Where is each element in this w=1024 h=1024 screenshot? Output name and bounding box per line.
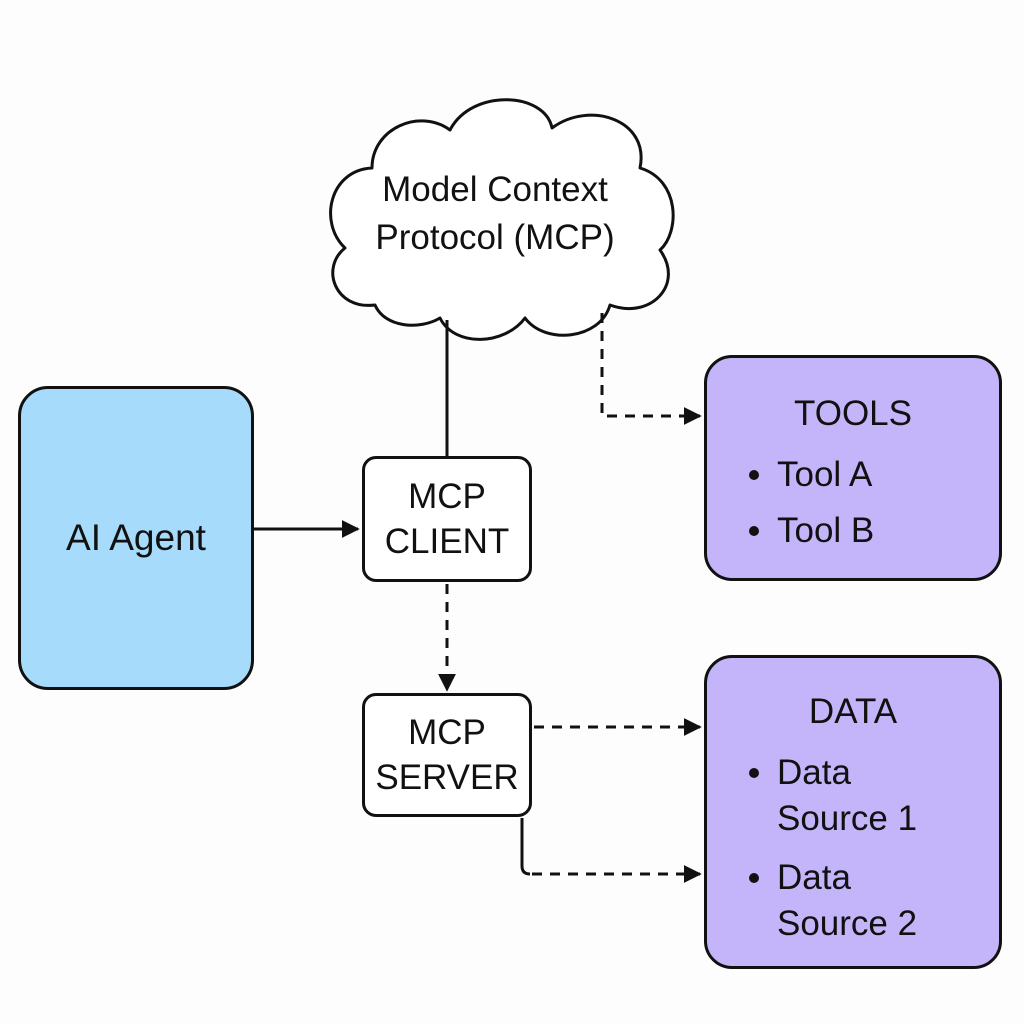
tool-label: Tool B [777, 511, 875, 550]
ai-agent-node: AI Agent [18, 386, 254, 690]
bullet-icon [749, 873, 759, 883]
tools-list: Tool A Tool B [707, 454, 999, 566]
mcp-client-label-line-1: MCP [408, 476, 486, 516]
connector-server-data-2-curve [520, 865, 531, 876]
tool-label: Tool A [777, 455, 873, 494]
data-source-label-line-2: Source 1 [777, 798, 918, 838]
cloud-label-line-2: Protocol (MCP) [375, 218, 615, 258]
mcp-server-node: MCP SERVER [362, 693, 532, 817]
ai-agent-label: AI Agent [66, 517, 206, 558]
bullet-icon [749, 526, 759, 536]
list-item: Data Source 1 [749, 750, 999, 841]
cloud-label: Model Context Protocol (MCP) [330, 166, 660, 263]
data-title: DATA [808, 692, 898, 731]
list-item: Data Source 2 [749, 855, 999, 946]
mcp-server-label-line-2: SERVER [375, 758, 519, 797]
list-item: Tool A [749, 454, 999, 496]
connector-cloud-tools [600, 313, 702, 425]
bullet-icon [749, 470, 759, 480]
cloud-label-line-1: Model Context [382, 170, 608, 209]
cloud-shape [329, 98, 675, 341]
data-panel: DATA Data Source 1 Data Source 2 [704, 655, 1002, 969]
data-list: Data Source 1 Data Source 2 [707, 750, 999, 960]
bullet-icon [749, 768, 759, 778]
tools-panel: TOOLS Tool A Tool B [704, 355, 1002, 581]
data-source-label-line-1: Data [777, 858, 851, 897]
list-item: Tool B [749, 510, 999, 552]
mcp-client-node: MCP CLIENT [362, 456, 532, 582]
tools-title: TOOLS [793, 394, 912, 433]
mcp-server-label-line-1: MCP [408, 712, 486, 752]
data-source-label-line-1: Data [777, 753, 851, 792]
data-source-label-line-2: Source 2 [777, 903, 918, 943]
mcp-client-label-line-2: CLIENT [384, 522, 510, 561]
